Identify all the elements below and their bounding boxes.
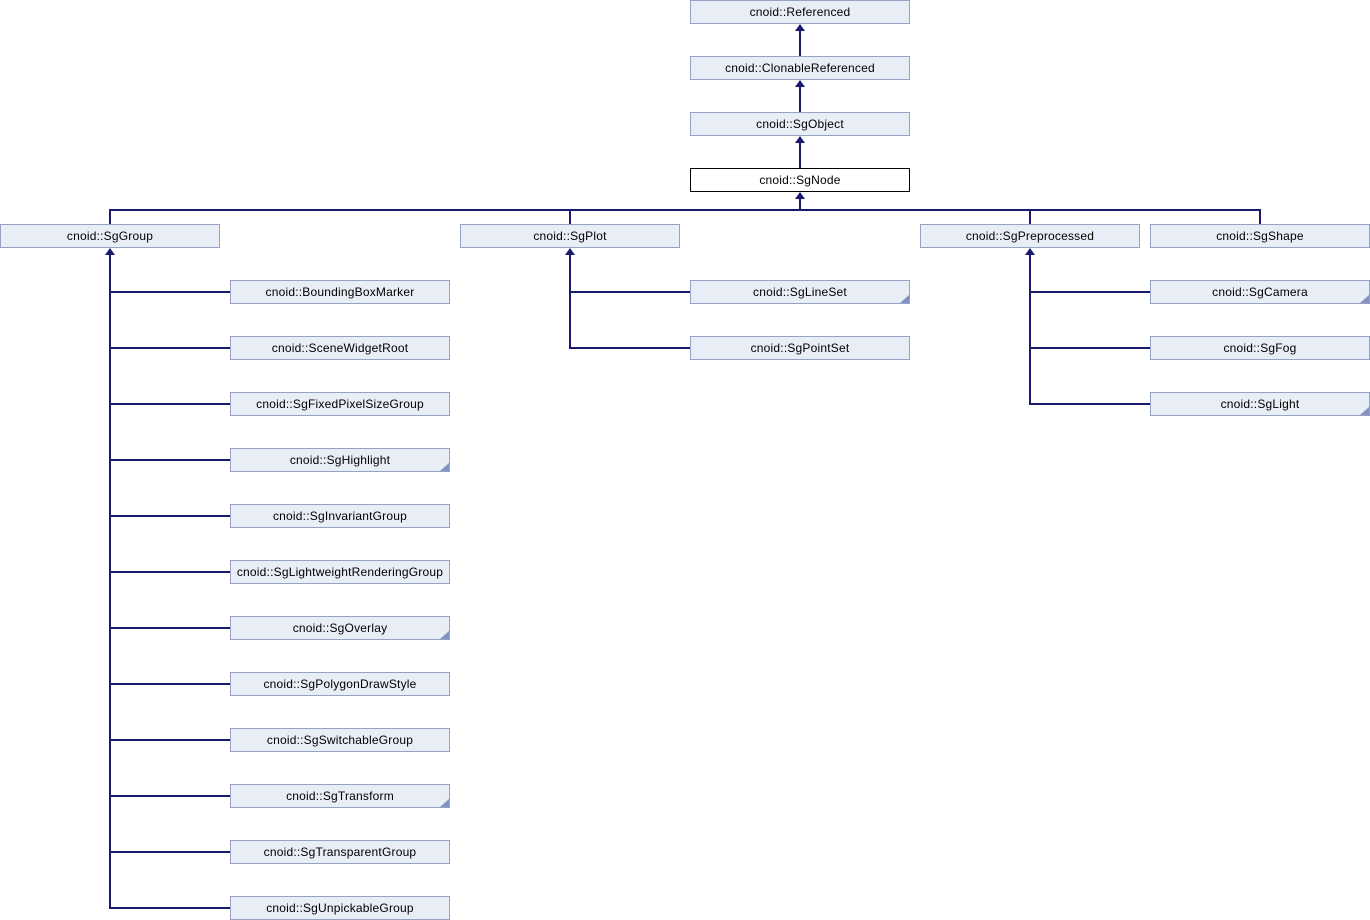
- class-name-label: cnoid::SgTransparentGroup: [263, 845, 417, 859]
- class-name-label: cnoid::SgSwitchableGroup: [266, 733, 414, 747]
- inheritance-edge-line: [569, 254, 571, 349]
- class-node-sg-invariant-group[interactable]: cnoid::SgInvariantGroup: [230, 504, 450, 528]
- inheritance-edge-line: [109, 209, 1261, 211]
- class-node-scene-widget-root[interactable]: cnoid::SceneWidgetRoot: [230, 336, 450, 360]
- class-name-label: cnoid::SgLight: [1220, 397, 1300, 411]
- class-node-sg-transparent-group[interactable]: cnoid::SgTransparentGroup: [230, 840, 450, 864]
- class-node-sg-overlay[interactable]: cnoid::SgOverlay: [230, 616, 450, 640]
- class-name-label: cnoid::SgUnpickableGroup: [266, 901, 414, 915]
- class-node-sg-switchable-group[interactable]: cnoid::SgSwitchableGroup: [230, 728, 450, 752]
- class-name-label: cnoid::SgTransform: [286, 789, 394, 803]
- inheritance-edge-line: [569, 347, 691, 349]
- class-node-sg-node-focus: cnoid::SgNode: [690, 168, 910, 192]
- inheritance-arrowhead: [1025, 248, 1035, 255]
- inheritance-edge-line: [109, 209, 111, 225]
- inheritance-edge-line: [109, 795, 231, 797]
- inheritance-arrowhead: [795, 80, 805, 87]
- inheritance-edge-line: [569, 291, 691, 293]
- class-name-label: cnoid::SgNode: [759, 173, 841, 187]
- class-node-sg-fixed-pixel-size-group[interactable]: cnoid::SgFixedPixelSizeGroup: [230, 392, 450, 416]
- inheritance-edge-line: [109, 571, 231, 573]
- inheritance-edge-line: [1029, 403, 1151, 405]
- class-name-label: cnoid::ClonableReferenced: [725, 61, 875, 75]
- class-node-sg-plot[interactable]: cnoid::SgPlot: [460, 224, 680, 248]
- class-node-sg-highlight[interactable]: cnoid::SgHighlight: [230, 448, 450, 472]
- inheritance-edge-line: [569, 209, 571, 225]
- class-node-sg-lightweight-rendering-group[interactable]: cnoid::SgLightweightRenderingGroup: [230, 560, 450, 584]
- inheritance-edge-line: [799, 142, 801, 168]
- class-node-bounding-box-marker[interactable]: cnoid::BoundingBoxMarker: [230, 280, 450, 304]
- class-node-sg-transform[interactable]: cnoid::SgTransform: [230, 784, 450, 808]
- inheritance-edge-line: [109, 459, 231, 461]
- inheritance-edge-line: [109, 739, 231, 741]
- class-name-label: cnoid::SgOverlay: [292, 621, 388, 635]
- class-node-sg-light[interactable]: cnoid::SgLight: [1150, 392, 1370, 416]
- inheritance-edge-line: [799, 86, 801, 112]
- inheritance-edge-line: [109, 254, 111, 909]
- inheritance-edge-line: [109, 683, 231, 685]
- inheritance-edge-line: [109, 347, 231, 349]
- class-name-label: cnoid::SgCamera: [1212, 285, 1308, 299]
- class-node-sg-camera[interactable]: cnoid::SgCamera: [1150, 280, 1370, 304]
- inheritance-arrowhead: [795, 24, 805, 31]
- class-node-sg-group[interactable]: cnoid::SgGroup: [0, 224, 220, 248]
- inheritance-arrowhead: [795, 192, 805, 199]
- class-node-sg-preprocessed[interactable]: cnoid::SgPreprocessed: [920, 224, 1140, 248]
- class-node-sg-line-set[interactable]: cnoid::SgLineSet: [690, 280, 910, 304]
- class-name-label: cnoid::SgObject: [756, 117, 844, 131]
- inheritance-edge-line: [1029, 209, 1031, 225]
- class-node-clonable-referenced[interactable]: cnoid::ClonableReferenced: [690, 56, 910, 80]
- inheritance-edge-line: [1029, 347, 1151, 349]
- inheritance-edge-line: [109, 627, 231, 629]
- class-name-label: cnoid::SgPreprocessed: [965, 229, 1095, 243]
- class-node-referenced[interactable]: cnoid::Referenced: [690, 0, 910, 24]
- class-name-label: cnoid::SgFixedPixelSizeGroup: [256, 397, 424, 411]
- inheritance-edge-line: [1259, 209, 1261, 225]
- inheritance-edge-line: [1029, 254, 1031, 405]
- inheritance-edge-line: [1029, 291, 1151, 293]
- inheritance-edge-line: [799, 30, 801, 56]
- class-name-label: cnoid::SgHighlight: [289, 453, 391, 467]
- inheritance-arrowhead: [565, 248, 575, 255]
- class-name-label: cnoid::SceneWidgetRoot: [271, 341, 409, 355]
- inheritance-arrowhead: [105, 248, 115, 255]
- inheritance-arrowhead: [795, 136, 805, 143]
- inheritance-edge-line: [109, 403, 231, 405]
- class-node-sg-object[interactable]: cnoid::SgObject: [690, 112, 910, 136]
- inheritance-edge-line: [109, 515, 231, 517]
- class-name-label: cnoid::SgPointSet: [750, 341, 850, 355]
- class-name-label: cnoid::SgFog: [1223, 341, 1297, 355]
- class-name-label: cnoid::SgPlot: [533, 229, 607, 243]
- class-node-sg-unpickable-group[interactable]: cnoid::SgUnpickableGroup: [230, 896, 450, 920]
- inheritance-edge-line: [109, 907, 231, 909]
- class-name-label: cnoid::SgInvariantGroup: [272, 509, 407, 523]
- class-name-label: cnoid::SgGroup: [66, 229, 154, 243]
- class-name-label: cnoid::SgPolygonDrawStyle: [263, 677, 417, 691]
- class-node-sg-shape[interactable]: cnoid::SgShape: [1150, 224, 1370, 248]
- class-node-sg-fog[interactable]: cnoid::SgFog: [1150, 336, 1370, 360]
- class-name-label: cnoid::SgLineSet: [753, 285, 847, 299]
- inheritance-edge-line: [109, 851, 231, 853]
- class-name-label: cnoid::Referenced: [749, 5, 851, 19]
- class-name-label: cnoid::SgShape: [1216, 229, 1304, 243]
- class-name-label: cnoid::BoundingBoxMarker: [265, 285, 415, 299]
- inheritance-edge-line: [799, 198, 801, 210]
- class-node-sg-polygon-draw-style[interactable]: cnoid::SgPolygonDrawStyle: [230, 672, 450, 696]
- class-node-sg-point-set[interactable]: cnoid::SgPointSet: [690, 336, 910, 360]
- inheritance-edge-line: [109, 291, 231, 293]
- class-name-label: cnoid::SgLightweightRenderingGroup: [236, 565, 444, 579]
